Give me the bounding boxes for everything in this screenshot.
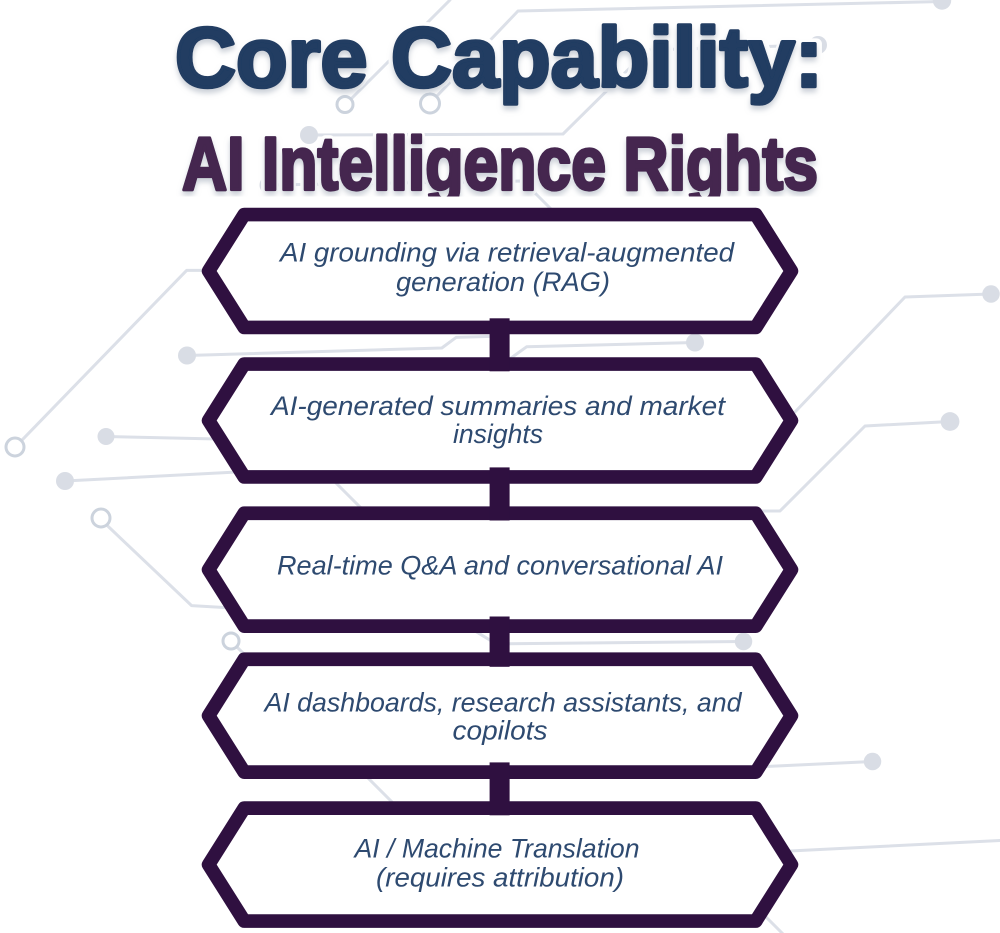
svg-text:AI grounding via retrieval-aug: AI grounding via retrieval-augmented [278, 237, 735, 267]
svg-text:AI-generated summaries and mar: AI-generated summaries and market [269, 391, 727, 421]
svg-text:(requires attribution): (requires attribution) [376, 863, 624, 893]
svg-text:AI dashboards, research assist: AI dashboards, research assistants, and [263, 687, 743, 717]
svg-text:generation (RAG): generation (RAG) [396, 267, 610, 297]
svg-text:AI Intelligence Rights: AI Intelligence Rights [182, 122, 818, 206]
svg-text:copilots: copilots [453, 716, 548, 746]
svg-text:Core Capability:: Core Capability: [175, 10, 823, 104]
svg-text:Core Capability:: Core Capability: [174, 10, 825, 104]
svg-text:AI / Machine Translation: AI / Machine Translation [353, 834, 640, 864]
svg-text:Real-time Q&A and conversation: Real-time Q&A and conversational AI [277, 551, 723, 581]
svg-text:insights: insights [453, 419, 543, 449]
svg-text:AI Intelligence Rights: AI Intelligence Rights [181, 122, 819, 206]
